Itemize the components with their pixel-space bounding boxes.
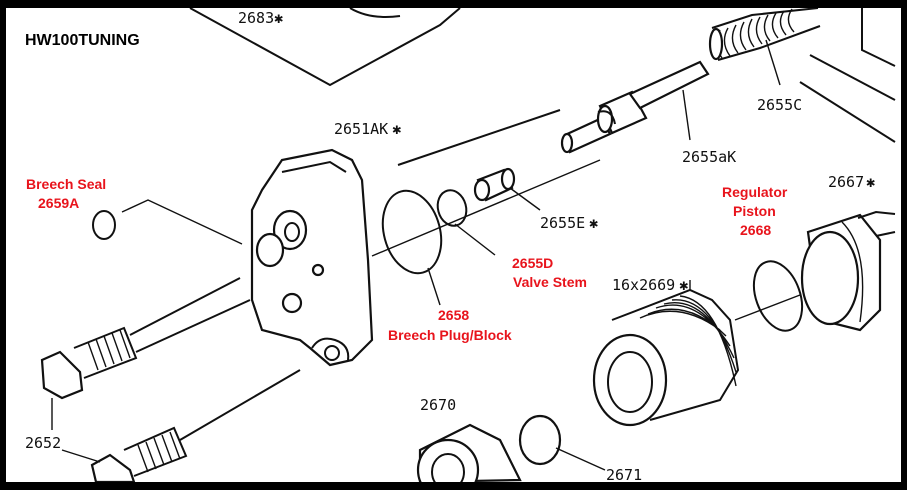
part-2670 [416, 423, 522, 482]
regulator-ring-2668 [752, 260, 804, 332]
callout-regulator-line1: Regulator [722, 184, 788, 200]
callout-valve-stem-title: Valve Stem [513, 274, 587, 290]
brand-title: HW100TUNING [25, 32, 140, 49]
callout-breech-plug-number: 2658 [438, 307, 469, 323]
label-2652: 2652 [25, 434, 61, 452]
label-2655ak: 2655aK [682, 148, 736, 166]
callout-regulator-line2: Piston [733, 203, 776, 219]
label-2671: 2671 [606, 466, 642, 482]
upper-plate-outline [189, 8, 896, 166]
callout-valve-stem-number: 2655D [512, 255, 553, 271]
leader-lines [51, 39, 801, 471]
piston-2667 [800, 210, 896, 332]
callout-regulator-number: 2668 [740, 222, 771, 238]
ring-2671 [518, 414, 562, 466]
callout-breech-plug-title: Breech Plug/Block [388, 327, 512, 343]
label-2651ak: 2651AK✱ [334, 120, 401, 138]
exploded-parts-diagram: HW100TUNING 2683✱ 2651AK✱ 2655C 2655aK 2… [25, 8, 896, 482]
seal-2658 [381, 189, 443, 275]
bolt-2652-lower [90, 369, 301, 482]
callout-breech-seal-title: Breech Seal [26, 176, 106, 192]
tube-2655e [473, 167, 516, 202]
label-2655c: 2655C [757, 96, 802, 114]
callout-breech-seal-number: 2659A [38, 195, 79, 211]
diagram-frame: HW100TUNING 2683✱ 2651AK✱ 2655C 2655aK 2… [6, 8, 901, 482]
breech-seal-2659a [92, 210, 116, 240]
valve-stem-2655ak [560, 60, 710, 154]
label-2667: 2667✱ [828, 173, 875, 191]
label-2670: 2670 [420, 396, 456, 414]
label-2683: 2683✱ [238, 9, 283, 27]
label-2655e: 2655E✱ [540, 214, 598, 232]
breech-block-2651ak [250, 148, 374, 367]
spring-2655c [708, 8, 821, 61]
bolt-2652-upper [40, 277, 251, 400]
spring-2669 [592, 288, 740, 427]
label-2669: 16x2669✱ [612, 276, 688, 294]
